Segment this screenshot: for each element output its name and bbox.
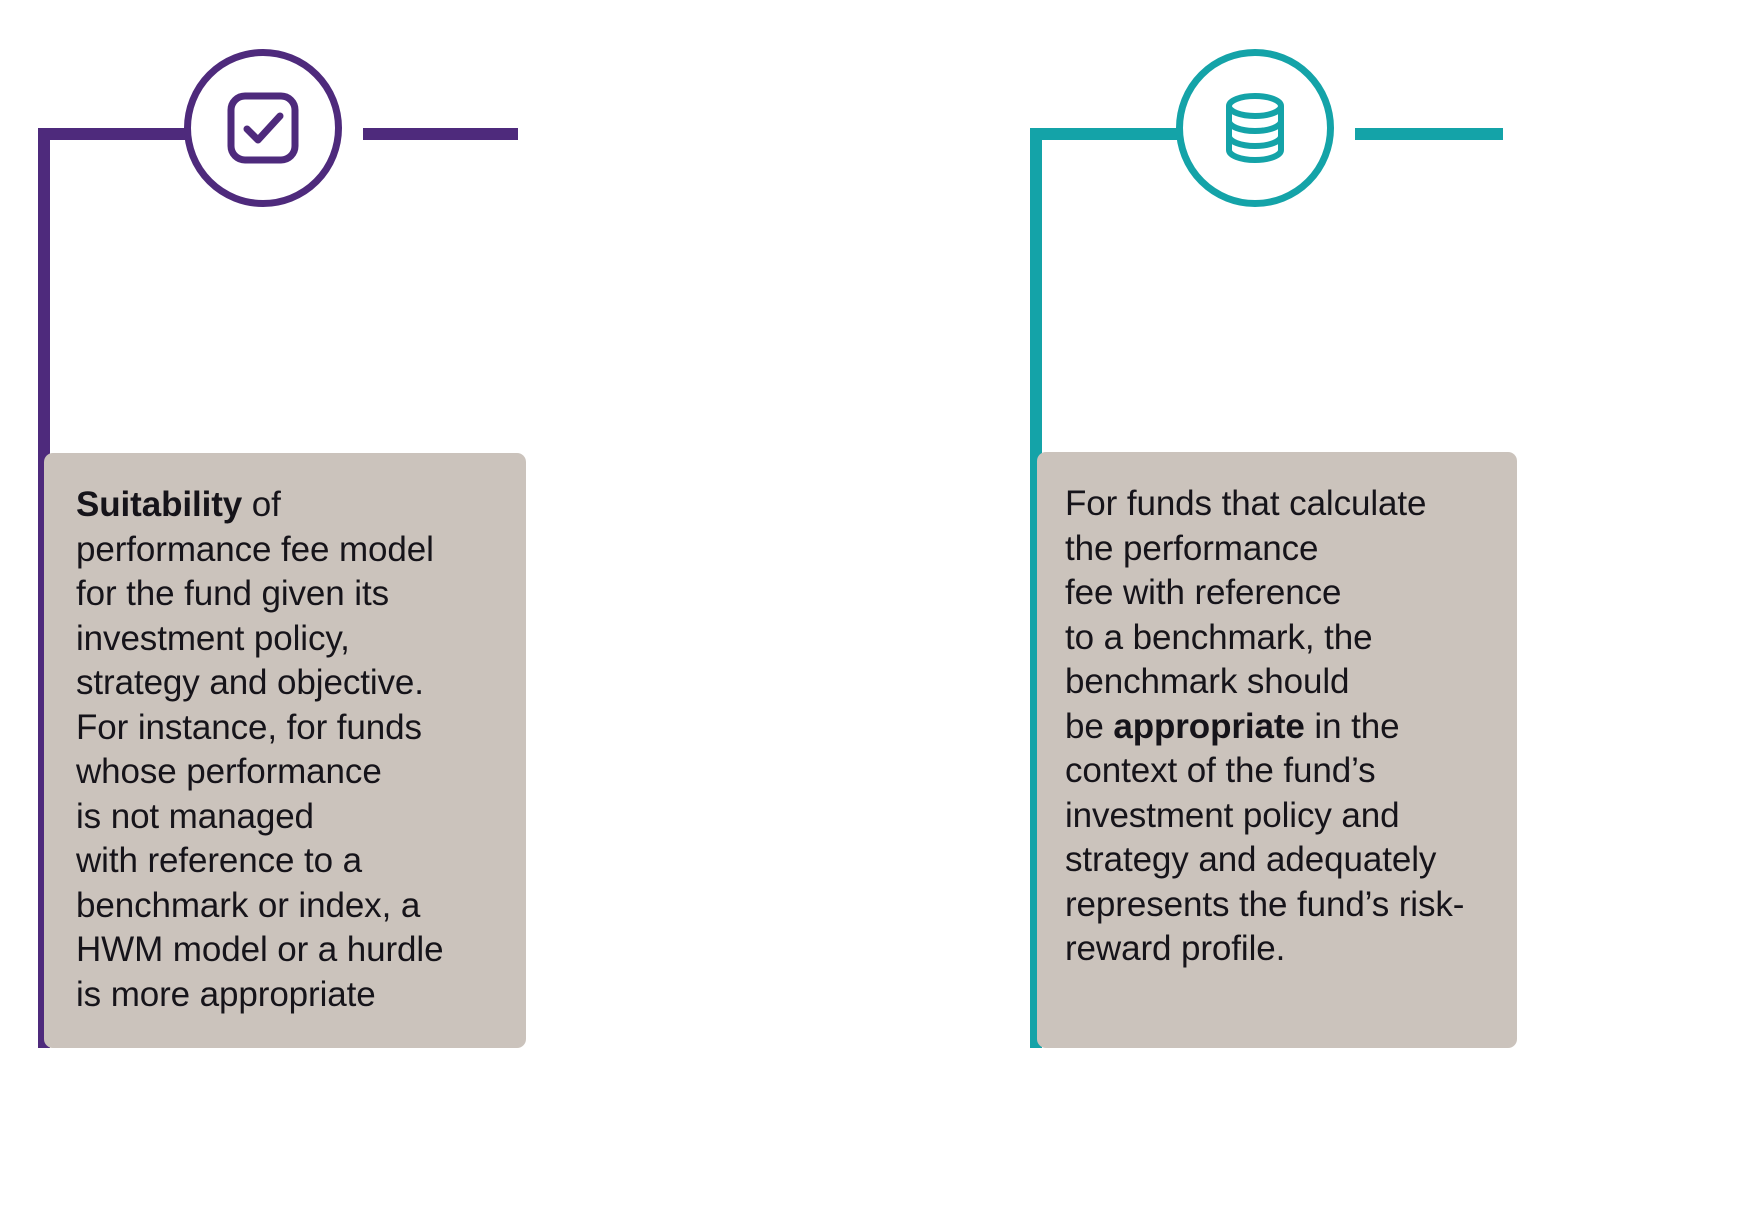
connector-line-right-outbound bbox=[1355, 128, 1503, 140]
connector-line-right-inbound bbox=[1030, 128, 1200, 140]
panel-suitability: Suitability of performance fee model for… bbox=[38, 49, 526, 1048]
panel-benchmark: For funds that calculate the performance… bbox=[875, 0, 1750, 1231]
card-suitability-text: Suitability of performance fee model for… bbox=[76, 483, 498, 1017]
card-suitability-lead-rest: of bbox=[242, 485, 281, 524]
card-benchmark-pre-text: For funds that calculate the performance… bbox=[1065, 484, 1427, 746]
card-benchmark: For funds that calculate the performance… bbox=[1037, 452, 1517, 1048]
card-suitability-body: performance fee model for the fund given… bbox=[76, 529, 444, 1014]
connector-line-left-outbound bbox=[363, 128, 518, 140]
database-stack-icon bbox=[1207, 80, 1303, 176]
card-suitability: Suitability of performance fee model for… bbox=[44, 453, 526, 1048]
icon-badge-suitability bbox=[184, 49, 342, 207]
card-benchmark-post-text: in the context of the fund’s investment … bbox=[1065, 706, 1465, 969]
checkbox-check-icon bbox=[215, 80, 311, 176]
card-benchmark-bold-word: appropriate bbox=[1113, 706, 1305, 746]
card-suitability-lead-bold: Suitability bbox=[76, 485, 243, 524]
connector-line-left-inbound bbox=[38, 128, 206, 140]
card-benchmark-text: For funds that calculate the performance… bbox=[1065, 482, 1497, 972]
icon-badge-benchmark bbox=[1176, 49, 1334, 207]
